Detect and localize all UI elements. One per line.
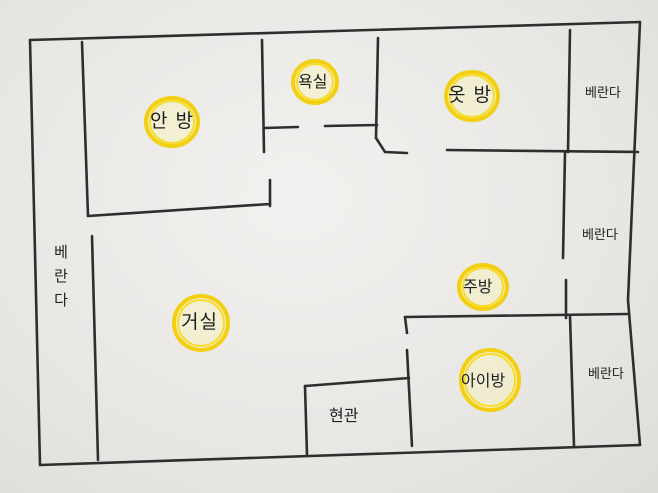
label-kids-room: 아이방: [461, 371, 506, 390]
label-bathroom: 욕실: [298, 72, 328, 91]
label-living-room: 거실: [181, 311, 218, 333]
highlight-circle-master-bedroom: [144, 96, 200, 148]
room-highlight-circles: [144, 59, 521, 412]
label-kitchen: 주방: [463, 277, 493, 296]
label-veranda-left: 베란다: [54, 243, 68, 309]
walls: [28, 20, 642, 467]
label-veranda-bottom: 베란다: [588, 367, 624, 382]
highlight-circle-kitchen: [457, 263, 509, 311]
highlight-circle-living-room: [172, 294, 230, 352]
label-clothes-room: 옷 방: [448, 84, 492, 106]
label-veranda-middle: 베란다: [582, 228, 618, 243]
highlight-circle-kids-room: [459, 348, 521, 412]
label-entrance: 현관: [329, 406, 359, 425]
highlight-circle-bathroom: [291, 59, 339, 105]
label-master-bedroom: 안 방: [150, 110, 194, 132]
label-veranda-top: 베란다: [585, 86, 621, 101]
highlight-circle-clothes-room: [444, 70, 500, 122]
